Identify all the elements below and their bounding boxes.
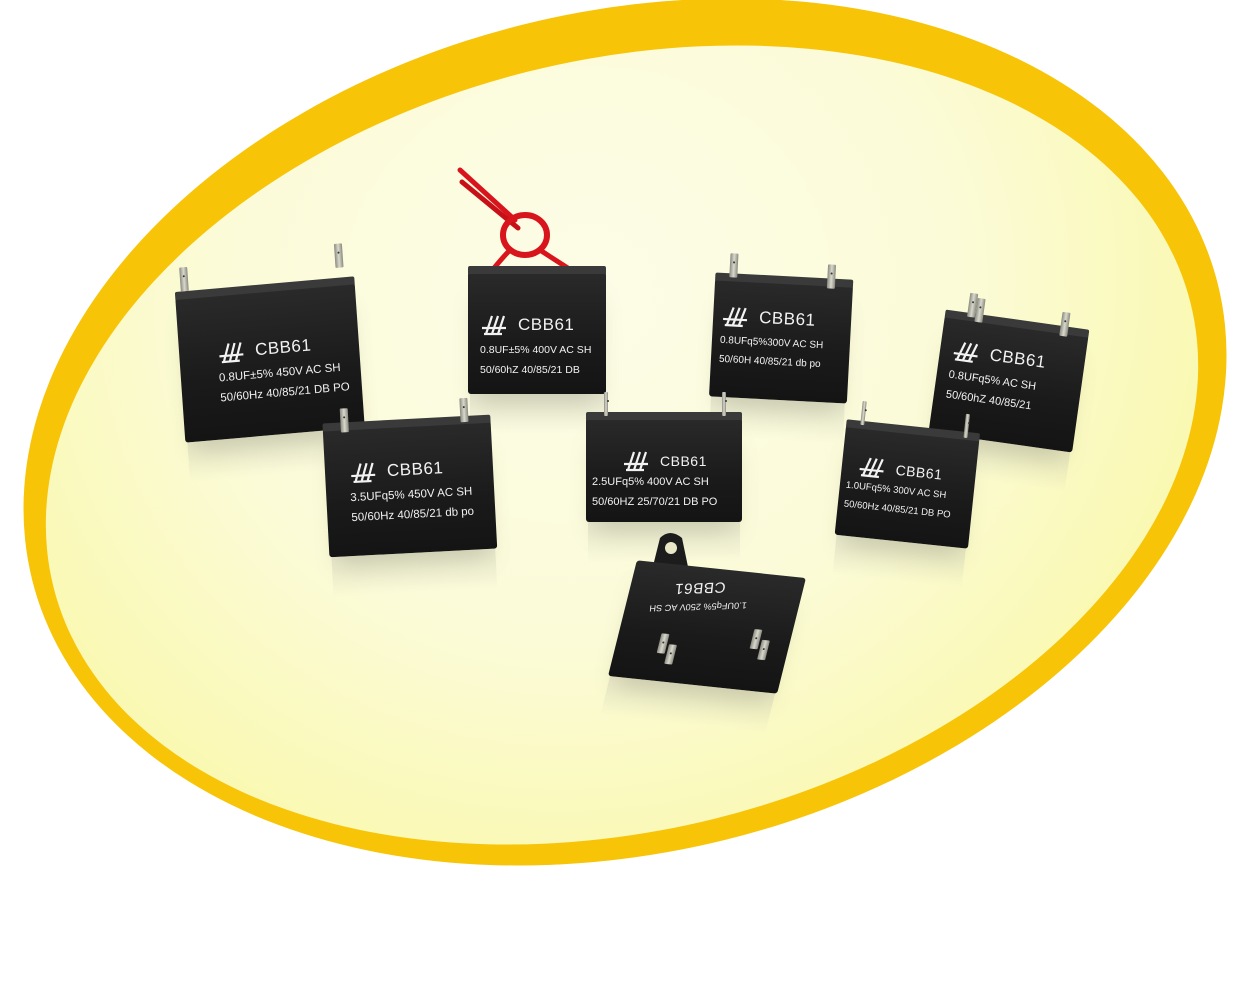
rating-line-1: 1.0UFq5% 250V AC SH bbox=[648, 600, 748, 614]
brand-name: CBB61 bbox=[894, 461, 944, 483]
brand-name: CBB61 bbox=[386, 458, 444, 481]
rating-line-1: 0.8UFq5%300V AC SH bbox=[719, 334, 824, 352]
brand-logo-icon bbox=[219, 342, 244, 364]
rating-line-1: 3.5UFq5% 450V AC SH bbox=[350, 485, 473, 505]
rating-line-2: 50/60HZ 25/70/21 DB PO bbox=[592, 496, 718, 508]
brand-logo-icon bbox=[482, 315, 506, 336]
rating-line-2: 50/60H 40/85/21 db po bbox=[718, 353, 821, 371]
terminal-pin bbox=[604, 392, 609, 416]
product-photo: CBB61 0.8UF±5% 450V AC SH 50/60Hz 40/85/… bbox=[0, 0, 1236, 844]
terminal-tab bbox=[729, 253, 739, 278]
brand-name: CBB61 bbox=[673, 578, 727, 597]
brand-logo-icon bbox=[723, 307, 748, 328]
rating-line-1: 2.5UFq5% 400V AC SH bbox=[592, 476, 709, 488]
rating-line-1: 0.8UF±5% 450V AC SH bbox=[218, 361, 341, 385]
rating-line-2: 50/60Hz 40/85/21 DB PO bbox=[219, 381, 351, 405]
brand-logo-icon bbox=[624, 451, 648, 472]
rating-line-2: 50/60Hz 40/85/21 DB PO bbox=[843, 498, 952, 521]
rating-line-2: 50/60hZ 40/85/21 bbox=[945, 388, 1033, 413]
brand-name: CBB61 bbox=[518, 315, 575, 334]
capacitor-top-edge bbox=[586, 412, 742, 420]
rating-line-2: 50/60Hz 40/85/21 db po bbox=[351, 505, 475, 525]
terminal-pin bbox=[179, 266, 189, 292]
capacitor-top-edge bbox=[468, 266, 606, 274]
capacitor-0.8uf-400v-wire: CBB61 0.8UF±5% 400V AC SH 50/60hZ 40/85/… bbox=[468, 266, 606, 434]
capacitor-1.0uf-250v-mount: 1.0UFq5% 250V AC SH CBB61 bbox=[608, 560, 806, 694]
terminal-tab bbox=[339, 408, 349, 433]
brand-name: CBB61 bbox=[988, 345, 1048, 372]
terminal-pin bbox=[333, 243, 344, 268]
brand-name: CBB61 bbox=[254, 335, 312, 360]
capacitor-3.5uf-450v: CBB61 3.5UFq5% 450V AC SH 50/60Hz 40/85/… bbox=[322, 397, 498, 558]
capacitor-0.8uf-right: CBB61 0.8UFq5% AC SH 50/60hZ 40/85/21 bbox=[928, 292, 1090, 453]
capacitor-2.5uf-400v: CBB61 2.5UFq5% 400V AC SH 50/60HZ 25/70/… bbox=[586, 392, 742, 562]
brand-name: CBB61 bbox=[660, 453, 707, 469]
brand-name: CBB61 bbox=[758, 307, 817, 330]
terminal-tab bbox=[826, 264, 837, 289]
capacitor-0.8uf-450v: CBB61 0.8UF±5% 450V AC SH 50/60Hz 40/85/… bbox=[174, 243, 365, 443]
capacitor-1.0uf-300v: CBB61 1.0UFq5% 300V AC SH 50/60Hz 40/85/… bbox=[834, 400, 981, 549]
brand-logo-icon bbox=[351, 462, 376, 484]
terminal-tab bbox=[459, 397, 469, 423]
brand-logo-icon bbox=[859, 457, 884, 479]
rating-line-2: 50/60hZ 40/85/21 DB bbox=[480, 364, 580, 376]
brand-logo-icon bbox=[953, 342, 979, 363]
capacitor-0.8uf-300v: CBB61 0.8UFq5%300V AC SH 50/60H 40/85/21… bbox=[709, 253, 854, 404]
terminal-pin bbox=[722, 392, 727, 416]
rating-line-1: 0.8UF±5% 400V AC SH bbox=[480, 344, 592, 356]
